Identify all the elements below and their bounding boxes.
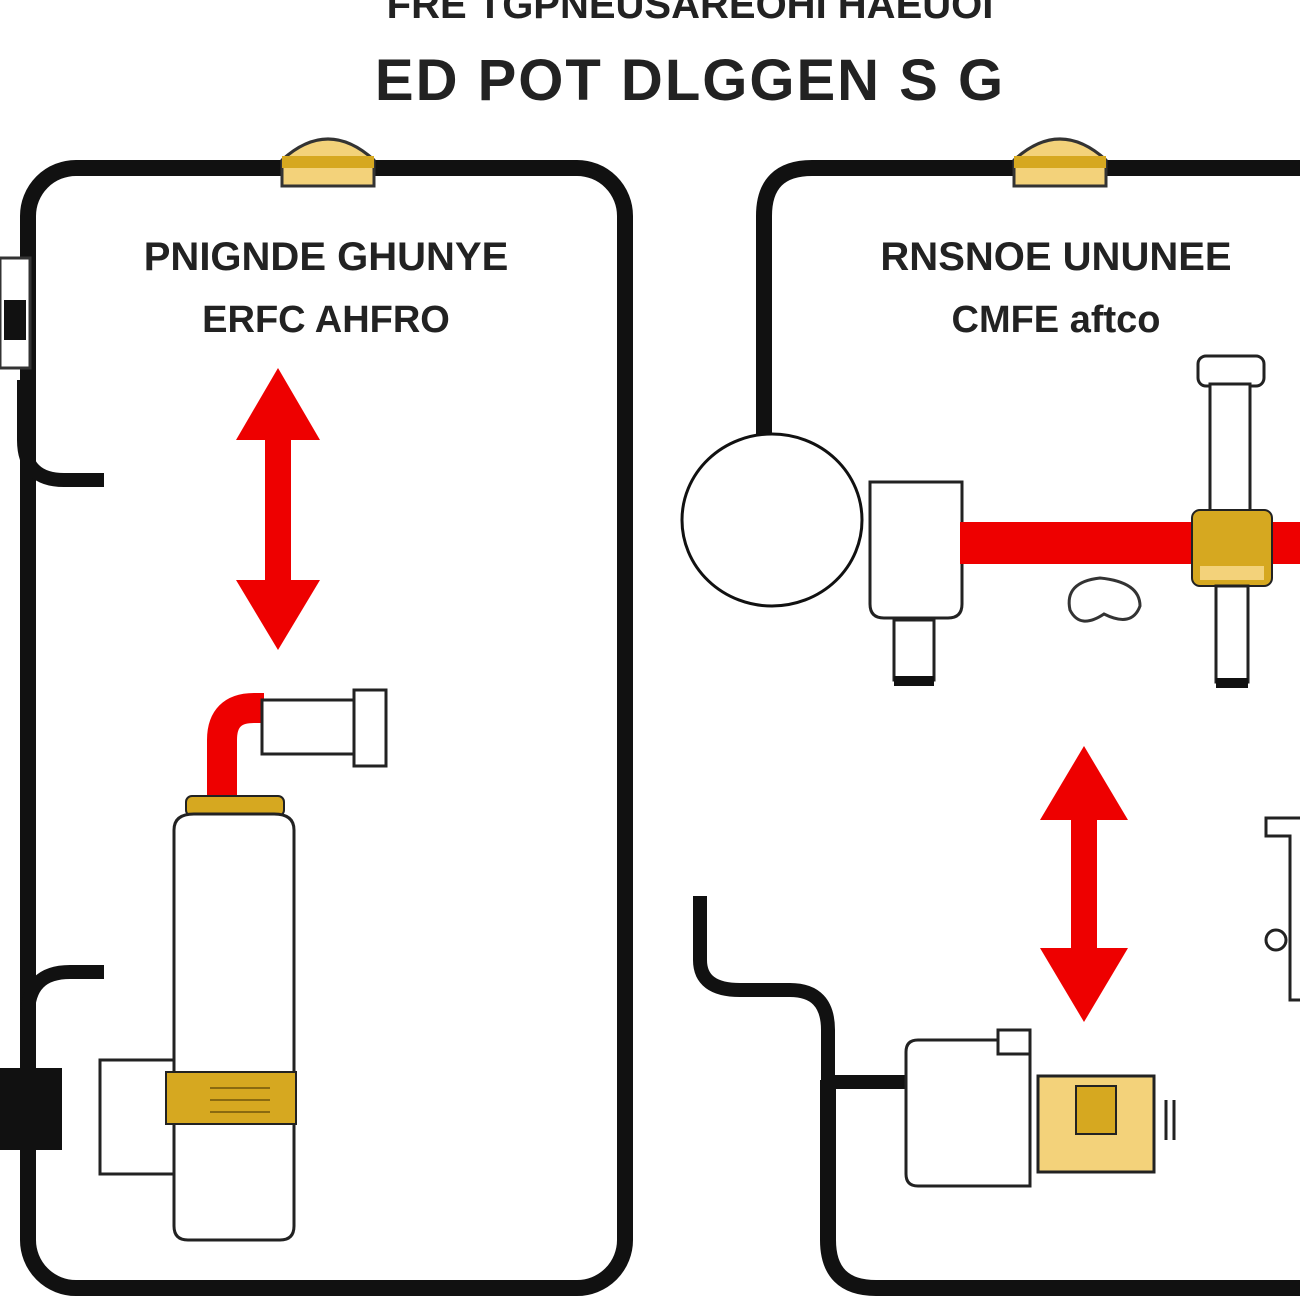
right-fitting-tube xyxy=(1208,382,1252,516)
right-panel-label-2: CMFE aftco xyxy=(952,299,1161,341)
right-panel-label-1: RNSNOE UNUNEE xyxy=(880,235,1231,279)
right-valve-stem xyxy=(892,618,936,682)
left-lower-pipe xyxy=(21,965,104,1110)
left-panel-label-2: ERFC AHFRO xyxy=(202,299,450,341)
left-pipe-flange xyxy=(352,688,388,768)
left-side-box xyxy=(98,1058,176,1176)
right-lower-pipe xyxy=(693,896,835,1080)
right-gauge-circle xyxy=(680,432,864,608)
left-panel: PNIGNDE GHUNYE ERFC AHFRO xyxy=(0,137,633,1296)
right-pump-body xyxy=(904,1038,1032,1188)
left-lower-valve xyxy=(0,1068,62,1150)
left-panel-label-1: PNIGNDE GHUNYE xyxy=(144,235,509,279)
left-brass-band xyxy=(165,1071,297,1125)
right-fitting-lower xyxy=(1214,584,1250,684)
right-knot-ornament xyxy=(1067,576,1142,623)
left-cylinder xyxy=(172,812,296,1242)
diagram-title-top: FRE TGPNEUSAREOHI HAEUOI xyxy=(387,0,994,27)
right-valve-body xyxy=(868,480,964,620)
left-white-pipe xyxy=(260,698,358,756)
right-fitting-cap xyxy=(1196,354,1266,388)
right-pump-terminal xyxy=(996,1028,1032,1056)
left-red-elbow-pipe xyxy=(207,693,264,800)
right-panel-frame xyxy=(756,160,1300,436)
diagram-title: ED POT DLGGEN S G xyxy=(375,48,1005,113)
right-double-arrow xyxy=(1040,746,1128,1022)
left-double-arrow xyxy=(236,368,320,650)
right-edge-bracket xyxy=(1264,816,1300,1002)
right-panel: RNSNOE UNUNEE CMFE aftco xyxy=(680,137,1300,1296)
